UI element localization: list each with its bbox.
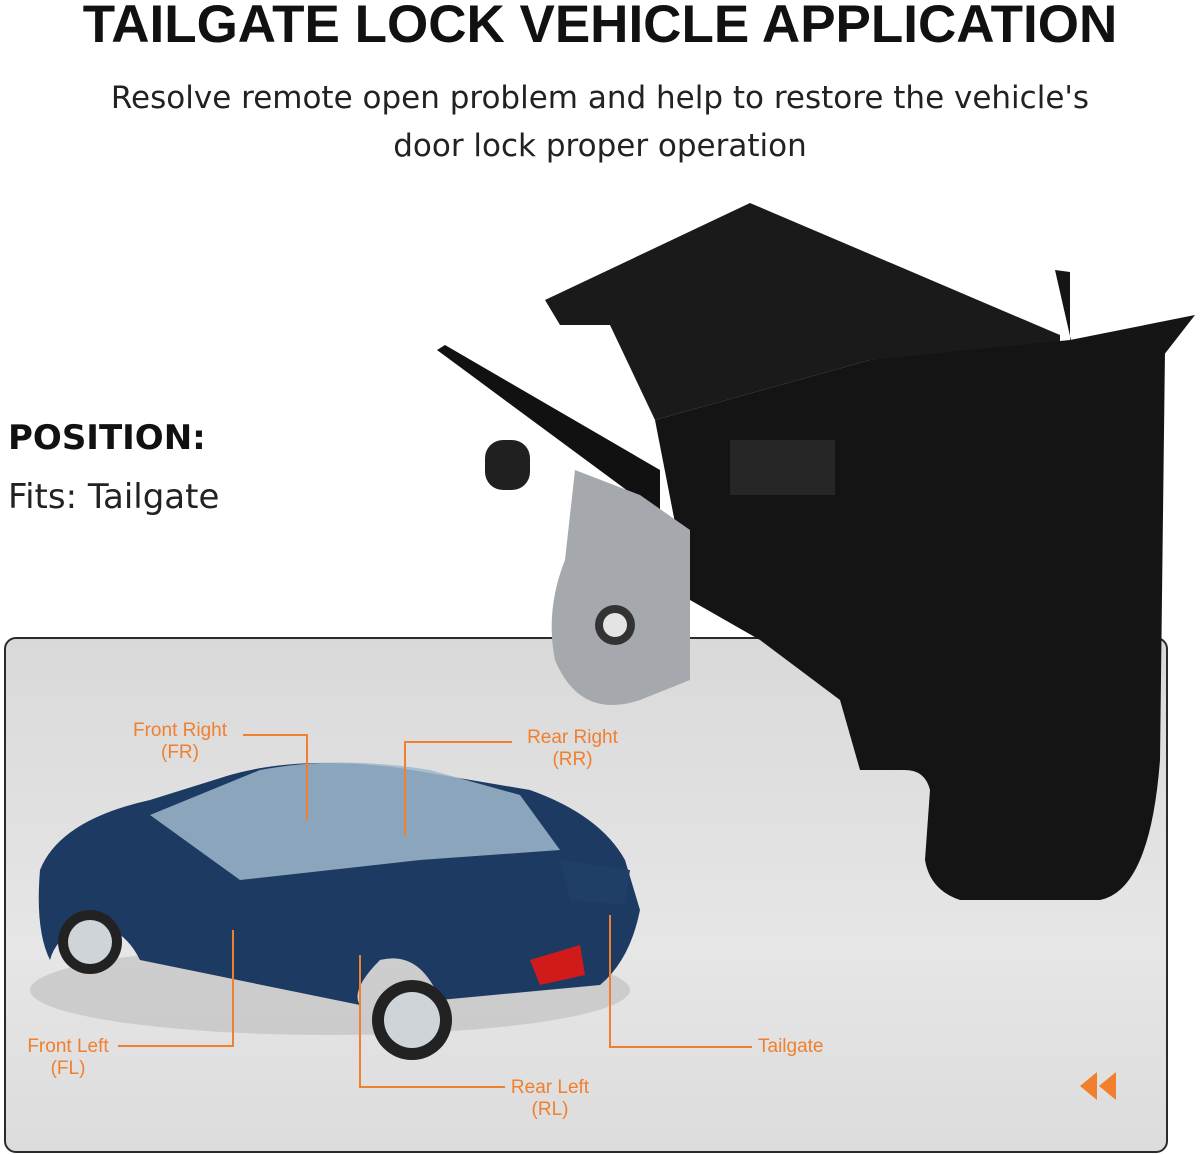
label-code: (RL) (531, 1099, 569, 1120)
page-title: TAILGATE LOCK VEHICLE APPLICATION (82, 0, 1118, 54)
position-fits: Fits: Tailgate (8, 477, 220, 517)
label-tailgate: Tailgate (758, 1036, 824, 1057)
label-name: Rear Left (510, 1077, 590, 1098)
label-rear-left: Rear Left (RL) (495, 1077, 605, 1121)
label-name: Rear Right (527, 727, 618, 748)
subtitle-line-1: Resolve remote open problem and help to … (110, 80, 1090, 116)
subtitle-line-2: door lock proper operation (393, 128, 807, 164)
label-front-left: Front Left (FL) (8, 1036, 128, 1080)
label-name: Front Right (133, 720, 227, 741)
label-name: Front Left (27, 1036, 109, 1057)
label-code: (FR) (161, 742, 199, 763)
position-heading: POSITION: (8, 418, 206, 458)
label-rear-right: Rear Right (RR) (505, 727, 640, 771)
label-code: (FL) (50, 1058, 86, 1079)
label-front-right: Front Right (FR) (110, 720, 250, 764)
tailgate-lock-illustration (437, 203, 1195, 900)
leader-lines (118, 734, 752, 1088)
car-illustration (30, 762, 640, 1060)
label-code: (RR) (552, 749, 593, 770)
double-chevron-left-icon[interactable] (1080, 1072, 1116, 1100)
